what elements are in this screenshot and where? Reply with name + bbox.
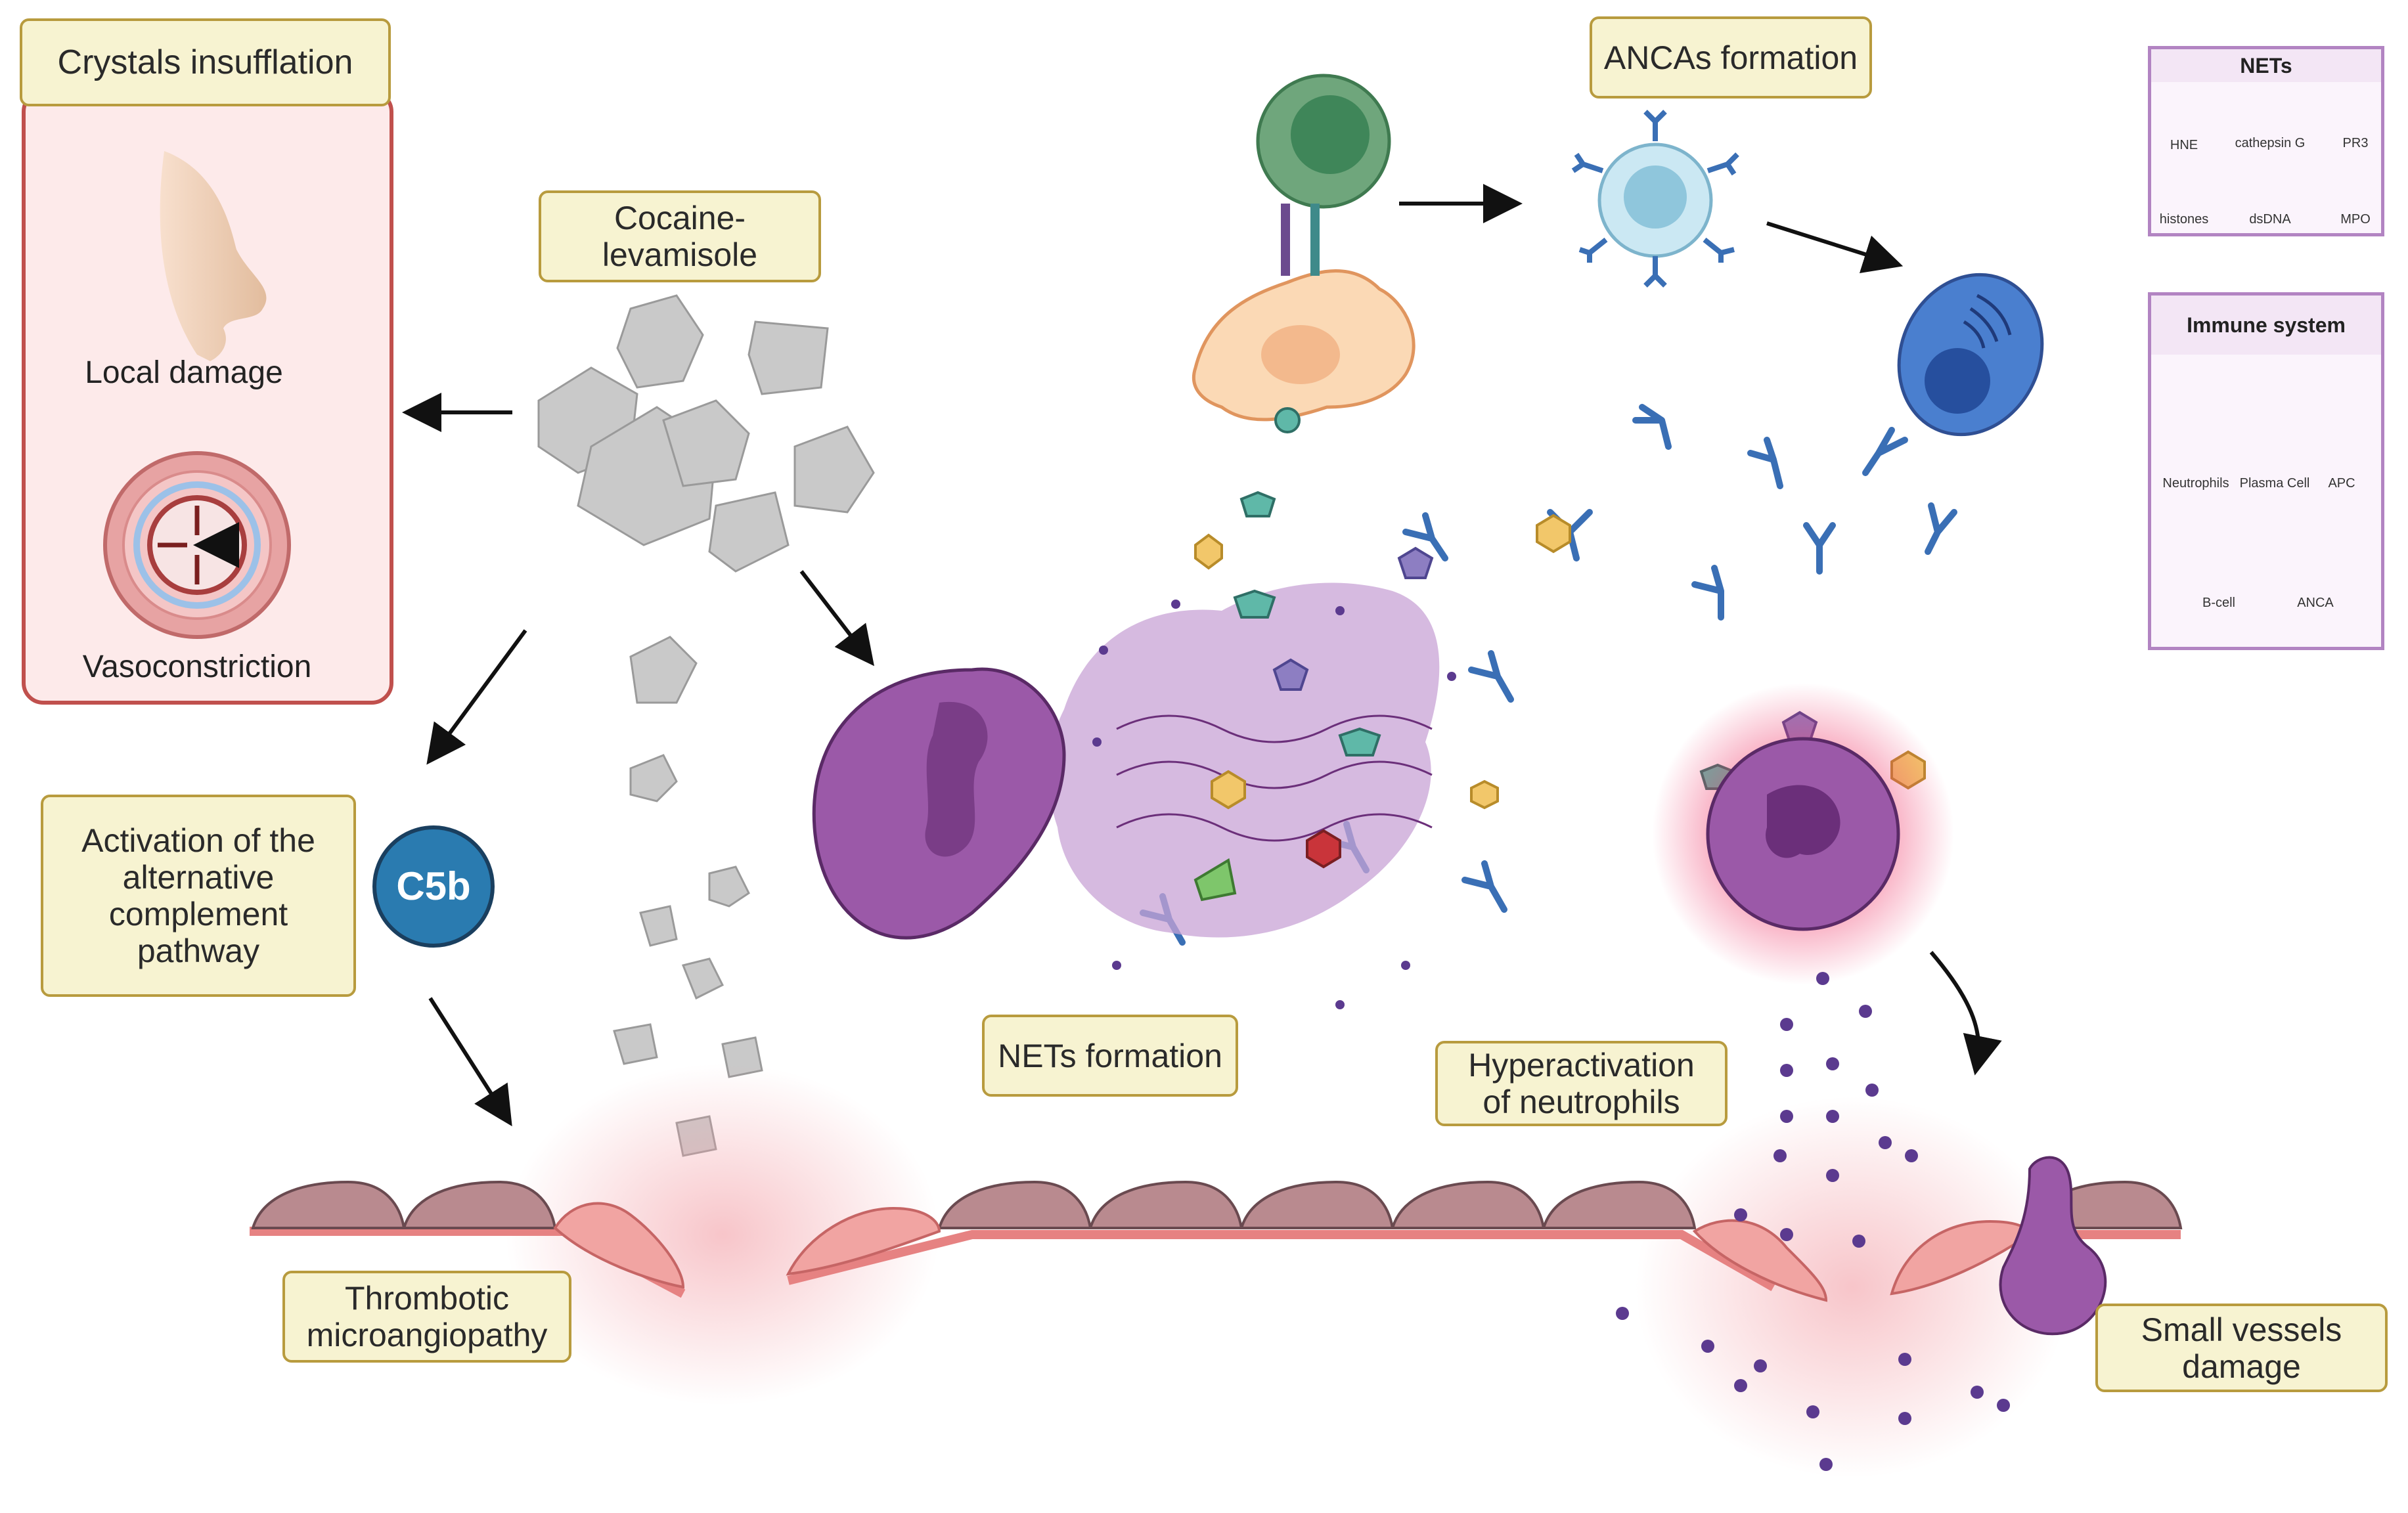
label-nets-formation: NETs formation xyxy=(982,1015,1238,1097)
arrow-to-nets xyxy=(799,570,874,667)
arrow-to-thrombotic xyxy=(428,997,512,1127)
thrombosis-glow xyxy=(506,1064,939,1405)
plasma-cell-icon xyxy=(1897,273,2044,437)
surface-antibodies xyxy=(1571,110,1739,288)
apc-cell-icon xyxy=(1192,204,1416,422)
legend-cathepsin-g-label: cathepsin G xyxy=(2235,136,2306,150)
legend-dsdna-label: dsDNA xyxy=(2249,212,2291,227)
legend-mpo-label: MPO xyxy=(2340,212,2371,227)
legend-histones-label: histones xyxy=(2159,212,2209,227)
hyperactivated-neutrophil-icon xyxy=(1706,737,1900,931)
net-cloud xyxy=(1048,582,1440,938)
legend-immune-title: Immune system xyxy=(2151,296,2381,355)
legend-b-cell-label: B-cell xyxy=(2202,596,2235,610)
c5b-circle xyxy=(372,825,495,948)
legend-immune-box: Immune system xyxy=(2148,292,2384,650)
vessel-cross-section-icon xyxy=(103,451,291,639)
label-local-damage: Local damage xyxy=(85,355,283,390)
arrow-to-plasma-cell xyxy=(1766,221,1904,273)
label-thrombotic: Thrombotic microangiopathy xyxy=(282,1271,571,1363)
b-cell-icon xyxy=(1256,74,1391,209)
legend-pr3-label: PR3 xyxy=(2342,136,2369,150)
label-small-vessels: Small vessels damage xyxy=(2095,1304,2388,1392)
legend-neutrophils-label: Neutrophils xyxy=(2162,476,2229,491)
endothelium-layer xyxy=(250,1156,2183,1336)
label-cocaine-levamisole: Cocaine- levamisole xyxy=(539,190,821,282)
arrow-to-complement xyxy=(426,629,527,765)
cocaine-crystals xyxy=(537,294,875,1157)
label-complement-pathway: Activation of the alternative complement… xyxy=(41,795,356,997)
nose-icon xyxy=(160,151,267,361)
label-crystals-insufflation: Crystals insufflation xyxy=(20,18,391,106)
netosing-neutrophil-icon xyxy=(812,667,1066,940)
legend-hne-label: HNE xyxy=(2170,138,2198,152)
legend-nets-title: NETs xyxy=(2151,49,2381,82)
mpo-marker xyxy=(1274,407,1301,433)
anca-b-cell-icon xyxy=(1597,143,1713,258)
legend-anca-label: ANCA xyxy=(2297,596,2334,610)
label-ancas-formation: ANCAs formation xyxy=(1590,16,1872,99)
legend-plasma-cell-label: Plasma Cell xyxy=(2239,476,2310,491)
legend-apc-label: APC xyxy=(2328,476,2355,491)
c5b-label: C5b xyxy=(396,864,471,908)
legend-nets-box: NETs xyxy=(2148,46,2384,236)
arrow-to-vessel-damage xyxy=(1929,951,2002,1076)
granule-dots xyxy=(1092,600,2010,1471)
label-vasoconstriction: Vasoconstriction xyxy=(82,649,312,684)
label-hyperactivation: Hyperactivation of neutrophils xyxy=(1435,1041,1728,1126)
